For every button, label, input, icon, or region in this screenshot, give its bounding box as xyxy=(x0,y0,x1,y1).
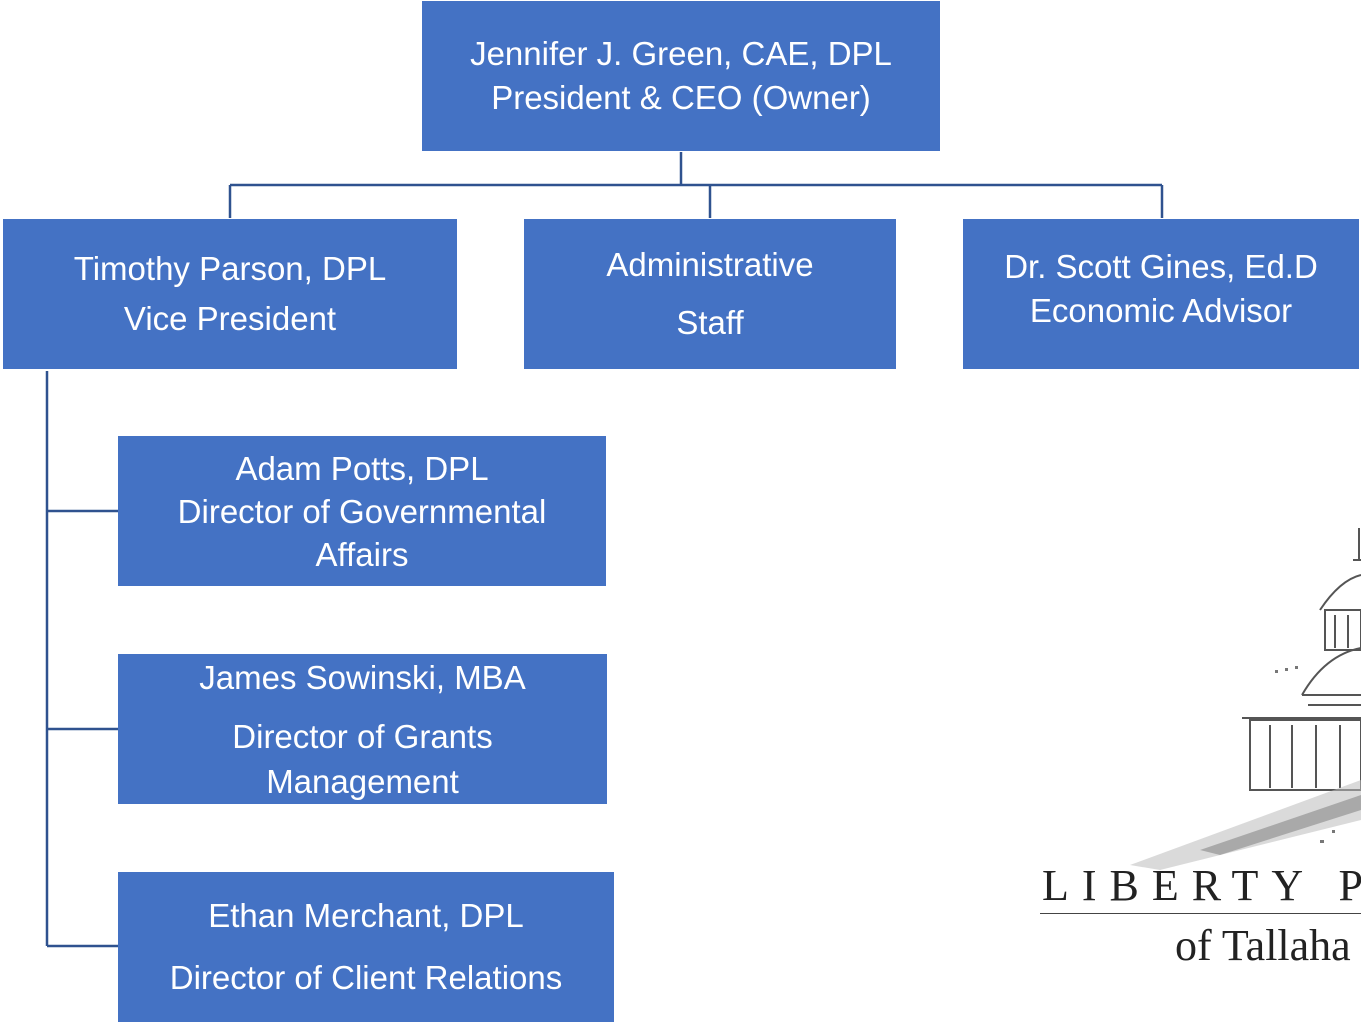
report-title-cont: Affairs xyxy=(315,535,409,573)
admin-line2: Staff xyxy=(676,304,744,341)
advisor-name: Dr. Scott Gines, Ed.D xyxy=(1004,248,1318,285)
report-title: Director of Governmental xyxy=(177,492,547,530)
logo-wordmark: LIBERTY P xyxy=(1042,861,1361,910)
logo-subtitle: of Tallaha xyxy=(1175,921,1351,970)
report-title-cont: Management xyxy=(266,762,459,800)
company-logo: LIBERTY P of Tallaha xyxy=(1020,520,1361,1023)
ceo-name: Jennifer J. Green, CAE, DPL xyxy=(470,35,892,72)
report-box-client-relations: Ethan Merchant, DPL Director of Client R… xyxy=(118,872,614,1022)
report-box-grants-management: James Sowinski, MBA Director of Grants M… xyxy=(118,654,607,804)
ceo-box: Jennifer J. Green, CAE, DPL President & … xyxy=(422,1,940,151)
report-title: Director of Client Relations xyxy=(169,959,563,996)
report-name: Adam Potts, DPL xyxy=(235,449,489,487)
admin-line1: Administrative xyxy=(606,246,814,283)
vp-box: Timothy Parson, DPL Vice President xyxy=(3,219,457,369)
report-name: Ethan Merchant, DPL xyxy=(208,897,524,934)
report-title: Director of Grants xyxy=(232,717,493,755)
report-name: James Sowinski, MBA xyxy=(199,658,526,696)
report-box-governmental-affairs: Adam Potts, DPL Director of Governmental… xyxy=(118,436,606,586)
ceo-title: President & CEO (Owner) xyxy=(491,79,871,116)
capitol-dome-icon xyxy=(1130,528,1361,870)
advisor-title: Economic Advisor xyxy=(1029,292,1293,329)
advisor-box: Dr. Scott Gines, Ed.D Economic Advisor xyxy=(963,219,1359,369)
vp-title: Vice President xyxy=(123,300,337,337)
vp-name: Timothy Parson, DPL xyxy=(73,250,387,287)
logo-divider xyxy=(1040,913,1361,914)
admin-box: Administrative Staff xyxy=(524,219,896,369)
